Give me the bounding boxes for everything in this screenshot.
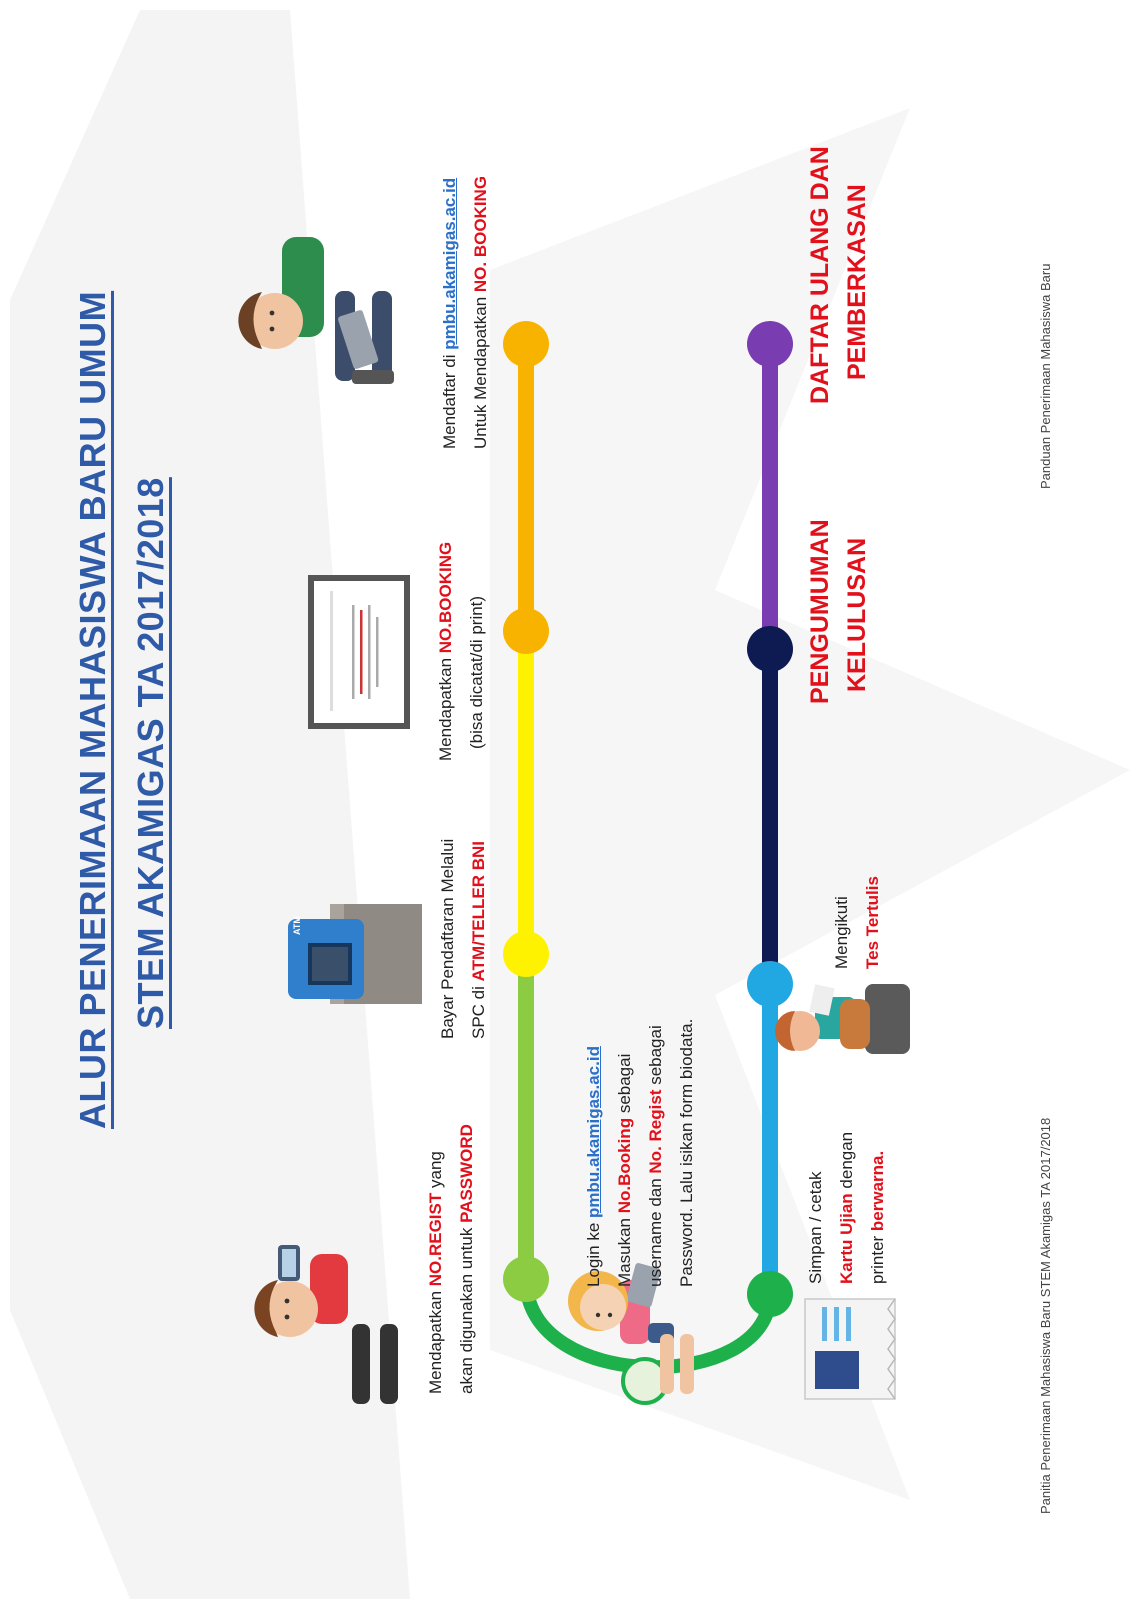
node-pengumuman <box>747 626 793 672</box>
step-daftar-line2: Untuk Mendapatkan NO. BOOKING <box>471 175 490 449</box>
step-daftar-ulang-text: DAFTAR ULANG DAN PEMBERKASAN <box>802 146 876 404</box>
footer-left: Panitia Penerimaan Mahasiswa Baru STEM A… <box>1038 1117 1053 1514</box>
node-daftar-ulang <box>747 321 793 367</box>
step-login-line3: username dan No. Regist sebagai <box>646 1025 665 1287</box>
step-regist-line2: akan digunakan untuk PASSWORD <box>457 1124 476 1394</box>
node-booking-start <box>503 321 549 367</box>
step-login-line1: Login ke pmbu.akamigas.ac.id <box>584 1046 603 1287</box>
node-tes <box>747 961 793 1007</box>
page-title-line1: ALUR PENERIMAAN MAHASISWA BARU UMUM <box>72 290 113 1129</box>
step-login-line4: Password. Lalu isikan form biodata. <box>677 1018 696 1287</box>
step-daftar-line1: Mendaftar di pmbu.akamigas.ac.id <box>440 177 459 449</box>
background-right-chevron <box>490 108 1130 1500</box>
step-regist-text: Mendapatkan NO.REGIST yang akan digunaka… <box>420 1124 482 1394</box>
student-test-icon <box>775 984 910 1054</box>
step-regist-line1: Mendapatkan NO.REGIST yang <box>426 1151 445 1394</box>
atm-machine-icon: ATM <box>288 904 422 1004</box>
woman-tablet-icon <box>568 1263 694 1394</box>
step-login-text: Login ke pmbu.akamigas.ac.id Masukan No.… <box>578 1019 702 1287</box>
pmbu-login-link[interactable]: pmbu.akamigas.ac.id <box>584 1046 603 1218</box>
step-booking-line2: (bisa dicatat/di print) <box>467 595 486 749</box>
kartu-ujian-card-icon <box>804 1298 896 1400</box>
step-daftar-ulang-line1: DAFTAR ULANG DAN <box>806 146 834 404</box>
step-tes-line2: Tes Tertulis <box>863 876 882 969</box>
step-pengumuman-line2: KELULUSAN <box>843 537 871 692</box>
background-left-band <box>10 10 410 1599</box>
step-cetak-text: Simpan / cetak Kartu Ujian dengan printe… <box>800 1132 893 1284</box>
step-tes-text: Mengikuti Tes Tertulis <box>826 876 888 969</box>
pmbu-link[interactable]: pmbu.akamigas.ac.id <box>440 177 459 350</box>
person-phone-icon <box>254 1245 398 1404</box>
step-booking-text: Mendapatkan NO.BOOKING (bisa dicatat/di … <box>430 542 492 761</box>
step-bayar-text: Bayar Pendaftaran Melalui SPC di ATM/TEL… <box>432 839 494 1039</box>
step-cetak-line3: printer berwarna. <box>868 1150 887 1284</box>
footer-right: Panduan Penerimaan Mahasiswa Baru <box>1038 263 1053 489</box>
step-booking-line1: Mendapatkan NO.BOOKING <box>436 541 455 761</box>
step-pengumuman-line1: PENGUMUMAN <box>806 519 834 704</box>
step-daftar-ulang-line2: PEMBERKASAN <box>843 184 871 380</box>
step-cetak-line2: Kartu Ujian dengan <box>837 1131 856 1284</box>
page-title-line2: STEM AKAMIGAS TA 2017/2018 <box>130 477 171 1029</box>
booking-screen-icon <box>308 575 410 729</box>
step-daftar-text: Mendaftar di pmbu.akamigas.ac.id Untuk M… <box>434 176 496 449</box>
step-pengumuman-text: PENGUMUMAN KELULUSAN <box>802 519 876 704</box>
node-no-regist <box>503 1256 549 1302</box>
node-bayar <box>503 931 549 977</box>
step-bayar-line2: SPC di ATM/TELLER BNI <box>469 840 488 1039</box>
step-cetak-line1: Simpan / cetak <box>806 1171 825 1284</box>
node-no-booking <box>503 608 549 654</box>
atm-label: ATM <box>292 916 302 935</box>
node-cetak <box>747 1271 793 1317</box>
step-login-line2: Masukan No.Booking sebagai <box>615 1053 634 1287</box>
step-bayar-line1: Bayar Pendaftaran Melalui <box>438 838 457 1039</box>
step-tes-line1: Mengikuti <box>832 896 851 969</box>
person-laptop-icon <box>238 237 394 384</box>
